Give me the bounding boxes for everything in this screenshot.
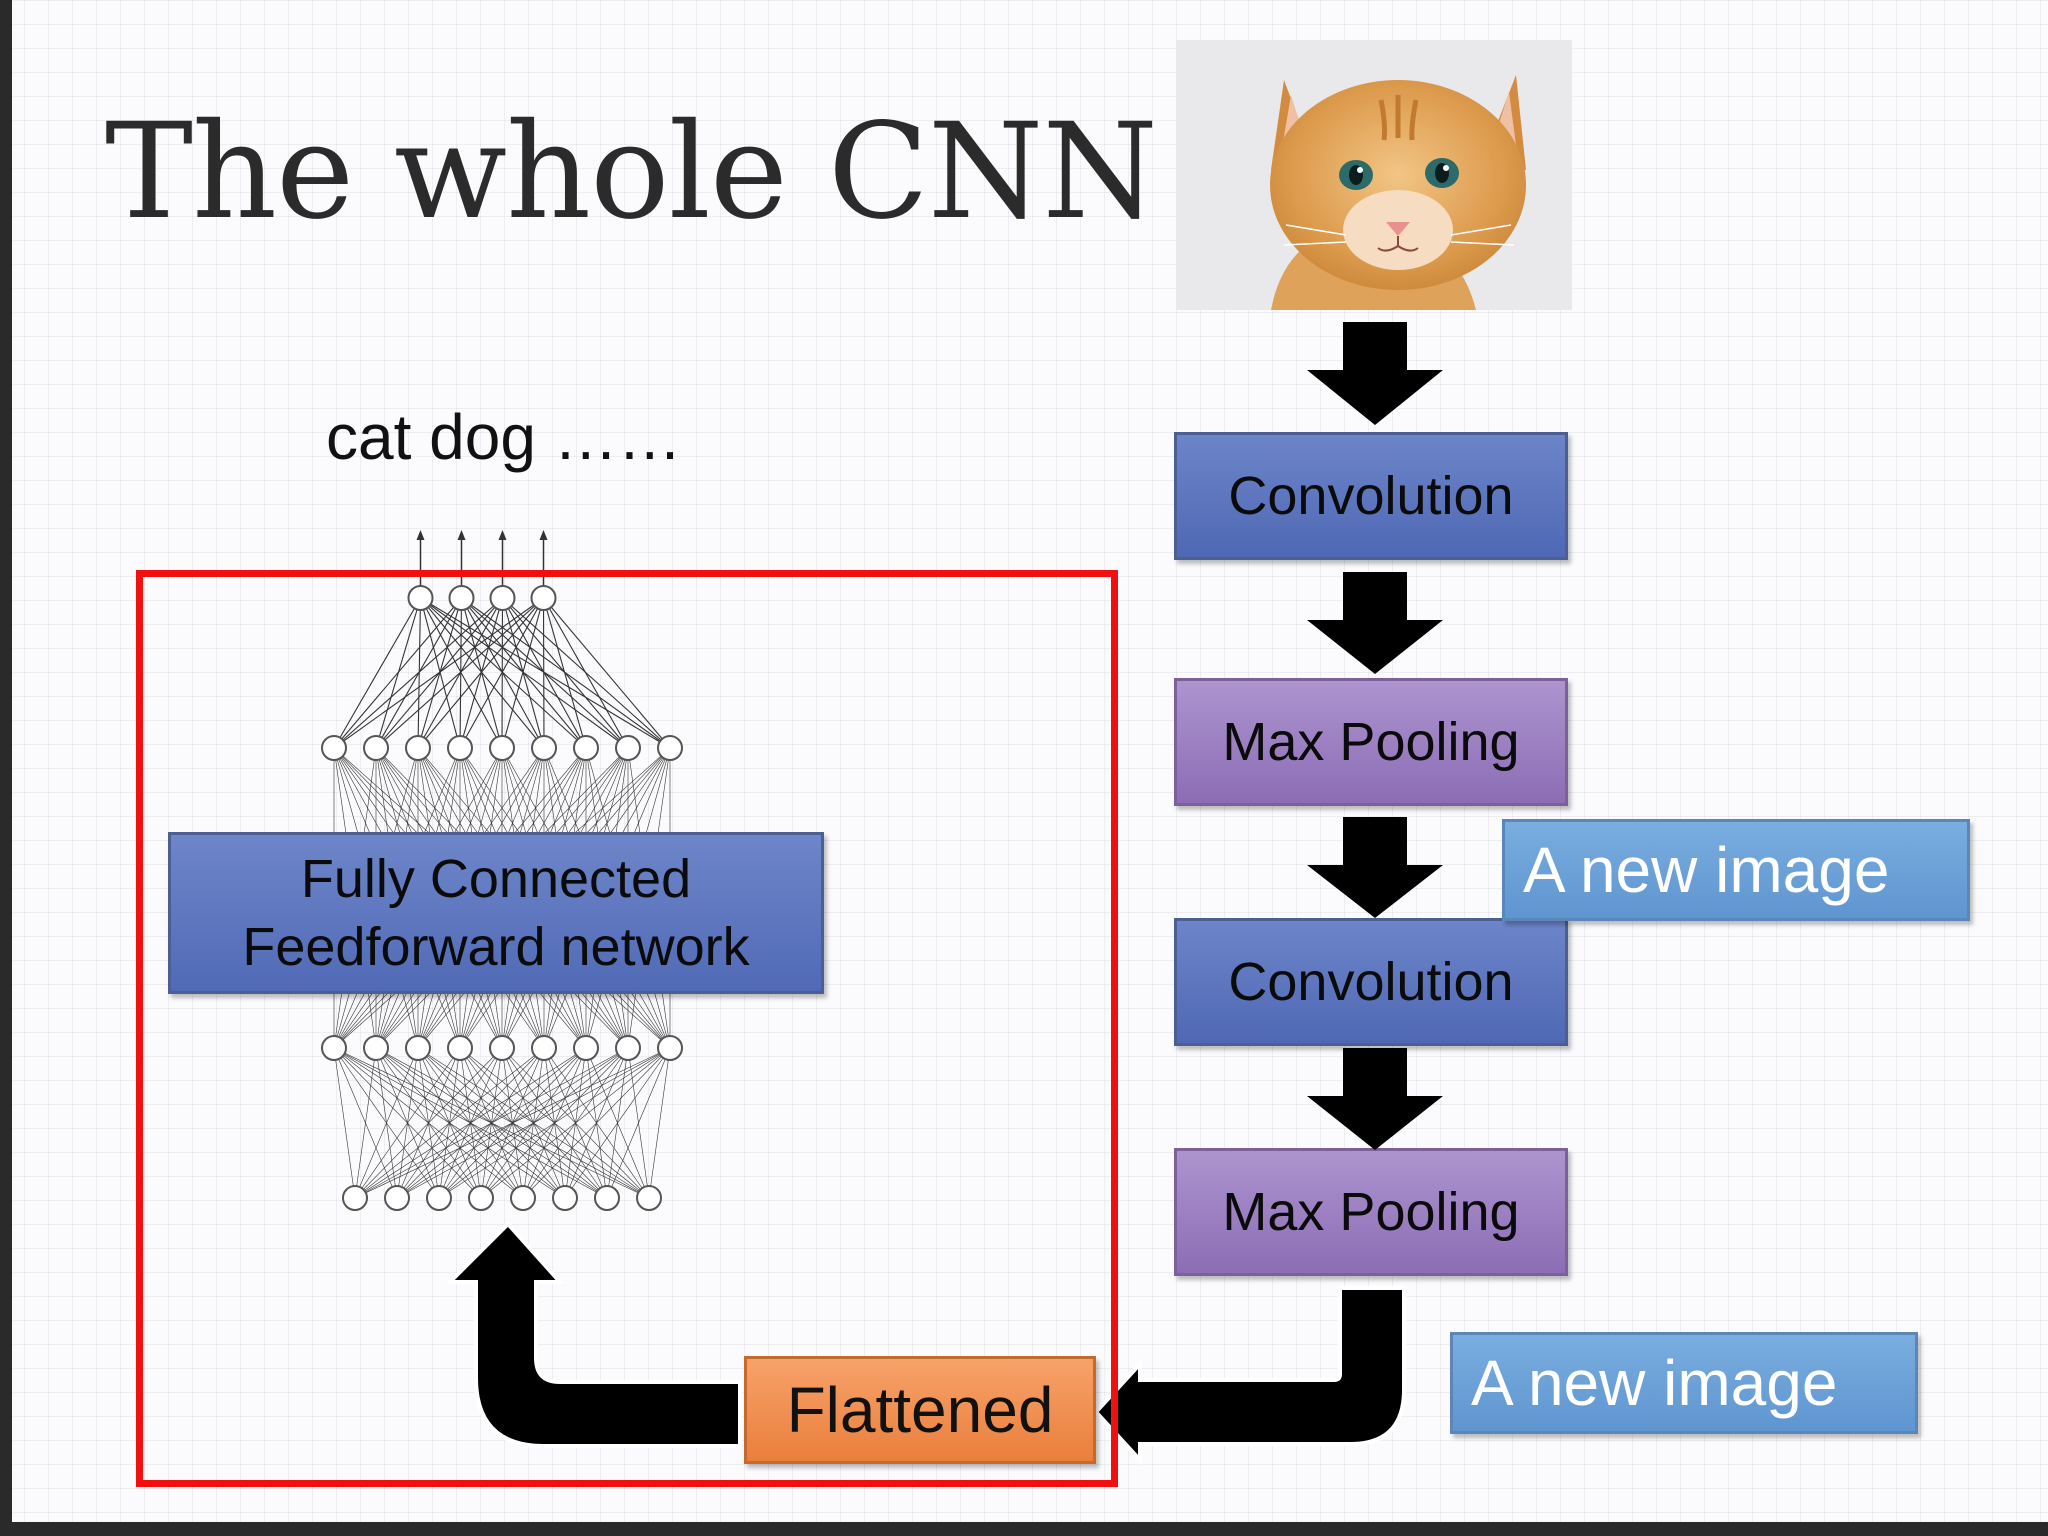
connection-line — [333, 1047, 356, 1199]
down-arrow-1 — [1307, 322, 1443, 425]
connection-line — [501, 597, 545, 749]
slide-bottom-border — [0, 1522, 2048, 1536]
connection-line — [543, 597, 671, 749]
bent-arrow-to-flattened — [1093, 1286, 1406, 1466]
network-node — [447, 1035, 473, 1061]
network-node — [426, 1185, 452, 1211]
network-node — [530, 585, 557, 611]
fc-label-line2: Feedforward network — [242, 917, 750, 977]
max-pooling-box-2: Max Pooling — [1174, 1148, 1568, 1276]
output-arrowhead — [498, 530, 507, 540]
network-node — [615, 1035, 641, 1061]
output-arrowhead — [416, 530, 425, 540]
network-node — [552, 1185, 578, 1211]
network-node — [363, 1035, 389, 1061]
max-pooling-box-1: Max Pooling — [1174, 678, 1568, 806]
output-classes-text: cat dog …… — [326, 401, 682, 473]
connection-line — [564, 1047, 671, 1199]
network-node — [321, 1035, 347, 1061]
connection-line — [333, 597, 462, 749]
connection-line — [354, 1047, 461, 1199]
pipeline-arrows — [1307, 322, 1443, 1150]
flattened-box: Flattened — [744, 1356, 1096, 1464]
convolution-label-1: Convolution — [1228, 466, 1514, 526]
network-node — [405, 735, 431, 761]
connection-line — [417, 597, 544, 749]
connection-line — [522, 1047, 671, 1199]
connection-line — [438, 1047, 671, 1199]
network-node — [657, 735, 683, 761]
flattened-label: Flattened — [786, 1374, 1054, 1446]
down-arrow-2 — [1307, 572, 1443, 674]
fully-connected-box: Fully Connected Feedforward network — [168, 832, 824, 994]
cat-image — [1176, 40, 1572, 310]
connection-line — [354, 1047, 377, 1199]
convolution-box-2: Convolution — [1174, 918, 1568, 1046]
new-image-label-2: A new image — [1450, 1332, 1918, 1434]
connection-line — [354, 1047, 629, 1199]
connection-line — [542, 597, 545, 749]
connection-line — [354, 1047, 503, 1199]
network-connections — [333, 530, 671, 1199]
connection-line — [333, 597, 503, 749]
connection-line — [333, 597, 421, 749]
connection-line — [354, 1047, 419, 1199]
network-node — [615, 735, 641, 761]
kitten-illustration — [1176, 40, 1572, 310]
network-node — [636, 1185, 662, 1211]
connection-line — [333, 597, 544, 749]
connection-line — [375, 597, 544, 749]
connection-line — [480, 1047, 671, 1199]
connection-line — [606, 1047, 671, 1199]
convolution-box-1: Convolution — [1174, 432, 1568, 560]
new-image-label-1: A new image — [1502, 819, 1970, 921]
network-node — [510, 1185, 536, 1211]
network-node — [657, 1035, 683, 1061]
new-image-text-2: A new image — [1471, 1347, 1838, 1419]
network-node — [363, 735, 389, 761]
network-node — [447, 735, 473, 761]
highlight-frame — [136, 570, 1118, 1487]
network-node — [407, 585, 434, 611]
connection-line — [542, 597, 587, 749]
output-arrowhead — [457, 530, 466, 540]
network-nodes — [321, 585, 683, 1211]
network-node — [342, 1185, 368, 1211]
network-node — [489, 735, 515, 761]
slide-title: The whole CNN — [105, 95, 1158, 249]
bent-arrow-to-network — [445, 1221, 742, 1448]
slide-left-border — [0, 0, 12, 1536]
network-node — [531, 735, 557, 761]
connection-line — [354, 1047, 587, 1199]
network-node — [573, 1035, 599, 1061]
connection-line — [459, 597, 544, 749]
network-node — [489, 585, 516, 611]
network-node — [405, 1035, 431, 1061]
fc-label-line1: Fully Connected — [300, 849, 692, 909]
network-node — [448, 585, 475, 611]
network-node — [594, 1185, 620, 1211]
down-arrow-3 — [1307, 817, 1443, 918]
network-node — [468, 1185, 494, 1211]
network-node — [489, 1035, 515, 1061]
convolution-label-2: Convolution — [1228, 952, 1514, 1012]
connection-line — [354, 1047, 671, 1199]
connection-line — [543, 597, 629, 749]
output-arrowhead — [539, 530, 548, 540]
network-node — [531, 1035, 557, 1061]
connection-line — [648, 1047, 671, 1199]
max-pooling-label-2: Max Pooling — [1222, 1182, 1520, 1242]
down-arrow-4 — [1307, 1048, 1443, 1150]
new-image-text-1: A new image — [1523, 834, 1890, 906]
network-node — [573, 735, 599, 761]
connection-line — [396, 1047, 671, 1199]
connection-line — [354, 1047, 545, 1199]
network-node — [321, 735, 347, 761]
network-node — [384, 1185, 410, 1211]
max-pooling-label-1: Max Pooling — [1222, 712, 1520, 772]
